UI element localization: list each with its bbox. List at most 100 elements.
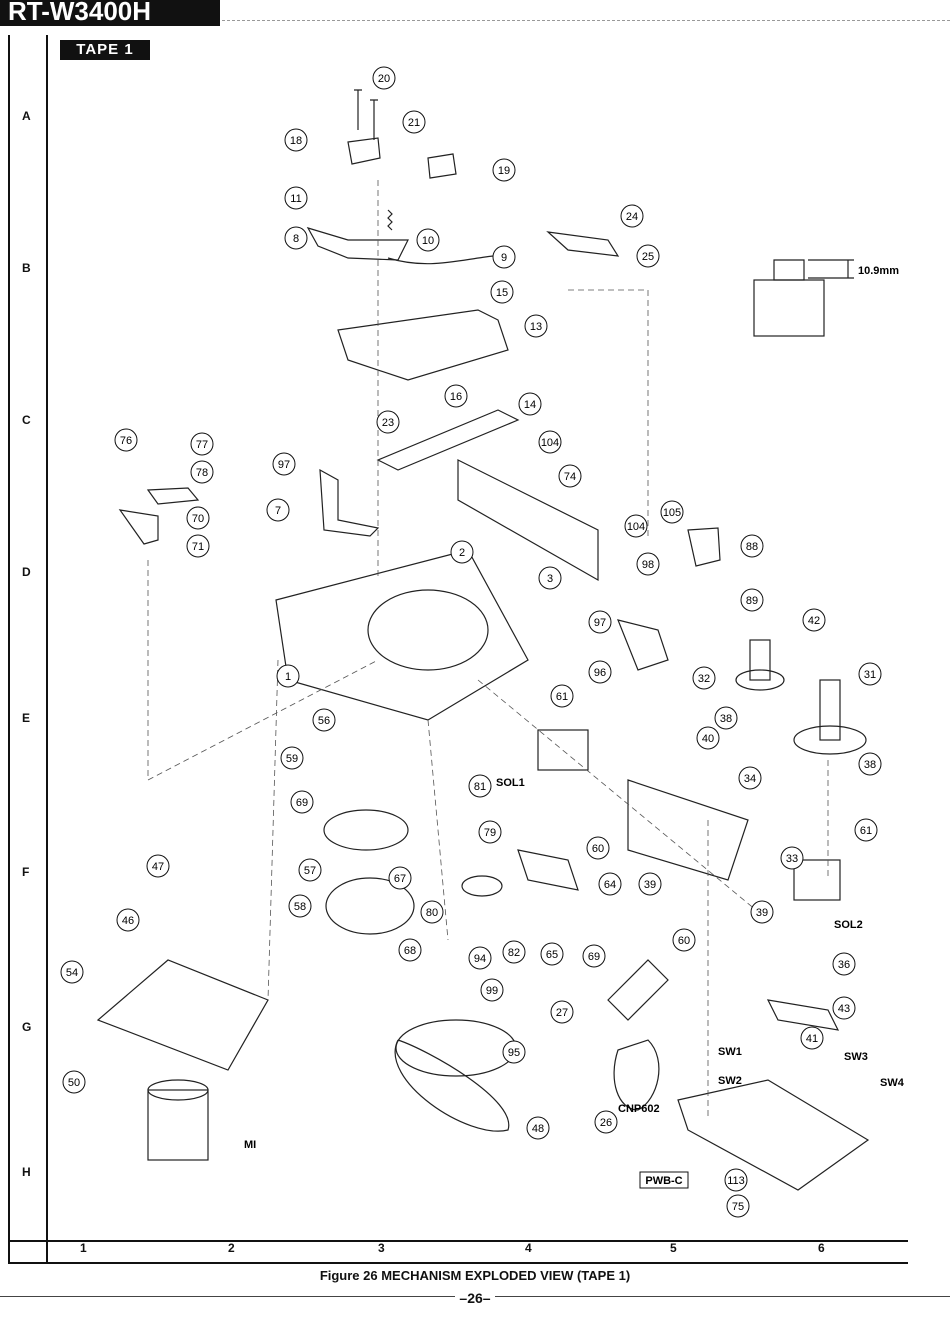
svg-text:96: 96: [594, 667, 606, 679]
callout-7: 7: [266, 498, 290, 522]
svg-text:39: 39: [644, 879, 656, 891]
guide-line-3: [568, 289, 649, 540]
svg-text:23: 23: [382, 417, 394, 429]
callout-31: 31: [858, 662, 882, 686]
svg-text:70: 70: [192, 513, 204, 525]
svg-text:1: 1: [285, 671, 291, 683]
callout-42: 42: [802, 608, 826, 632]
svg-text:81: 81: [474, 781, 486, 793]
callout-57: 57: [298, 858, 322, 882]
solenoid-sol2: [793, 859, 841, 901]
callout-60b: 60: [672, 928, 696, 952]
callout-39b: 39: [750, 900, 774, 924]
svg-text:2: 2: [459, 547, 465, 559]
flywheel-95: [395, 1019, 517, 1077]
callout-41: 41: [800, 1026, 824, 1050]
row-label-a: A: [22, 109, 31, 123]
page-number-text: –26–: [455, 1290, 495, 1306]
callout-14: 14: [518, 392, 542, 416]
label-pwb-c: PWB-C: [639, 1171, 689, 1189]
svg-text:67: 67: [394, 873, 406, 885]
callout-65: 65: [540, 942, 564, 966]
callout-25: 25: [636, 244, 660, 268]
callout-9: 9: [492, 245, 516, 269]
svg-text:64: 64: [604, 879, 616, 891]
callout-70: 70: [186, 506, 210, 530]
callout-16: 16: [444, 384, 468, 408]
callout-11: 11: [284, 186, 308, 210]
chassis-1: [275, 549, 529, 721]
callout-40: 40: [696, 726, 720, 750]
svg-text:99: 99: [486, 985, 498, 997]
callout-56: 56: [312, 708, 336, 732]
parts-drawing: [96, 89, 870, 1191]
dimension-note: 10.9mm: [858, 265, 899, 277]
svg-text:60: 60: [592, 843, 604, 855]
svg-text:40: 40: [702, 733, 714, 745]
section-badge: TAPE 1: [60, 40, 150, 60]
guide-line-6: [267, 659, 279, 1001]
svg-text:PWB-C: PWB-C: [645, 1175, 682, 1187]
column-label-2: 2: [228, 1241, 235, 1255]
svg-text:69: 69: [296, 797, 308, 809]
svg-text:16: 16: [450, 391, 462, 403]
callout-48: 48: [526, 1116, 550, 1140]
callout-50: 50: [62, 1070, 86, 1094]
callout-34: 34: [738, 766, 762, 790]
svg-text:31: 31: [864, 669, 876, 681]
label-sol2: SOL2: [834, 919, 863, 931]
callout-1: 1: [276, 664, 300, 688]
svg-text:26: 26: [600, 1117, 612, 1129]
svg-text:71: 71: [192, 541, 204, 553]
callout-104a: 104: [538, 430, 562, 454]
svg-text:3: 3: [547, 573, 553, 585]
callout-98: 98: [636, 552, 660, 576]
callout-27: 27: [550, 1000, 574, 1024]
callout-94: 94: [468, 946, 492, 970]
exploded-view-diagram: 20 21 18 19 11 10 8 9 24 25 15 13 16 23 …: [60, 66, 905, 1218]
lever-64: [517, 849, 579, 891]
row-label-b: B: [22, 261, 31, 275]
svg-text:65: 65: [546, 949, 558, 961]
callout-67: 67: [388, 866, 412, 890]
svg-text:88: 88: [746, 541, 758, 553]
svg-text:68: 68: [404, 945, 416, 957]
svg-text:21: 21: [408, 117, 420, 129]
guide-line-4: [477, 679, 769, 921]
svg-text:82: 82: [508, 947, 520, 959]
svg-text:38: 38: [864, 759, 876, 771]
svg-text:33: 33: [786, 853, 798, 865]
label-cnp602: CNP602: [618, 1103, 660, 1115]
column-label-1: 1: [80, 1241, 87, 1255]
svg-text:74: 74: [564, 471, 576, 483]
svg-text:13: 13: [530, 321, 542, 333]
callout-19: 19: [492, 158, 516, 182]
svg-text:46: 46: [122, 915, 134, 927]
callout-2: 2: [450, 540, 474, 564]
label-sw1: SW1: [718, 1046, 742, 1058]
callout-99: 99: [480, 978, 504, 1002]
row-label-f: F: [22, 865, 30, 879]
svg-text:58: 58: [294, 901, 306, 913]
callout-3: 3: [538, 566, 562, 590]
callout-13: 13: [524, 314, 548, 338]
pcb-pwb-c: [677, 1079, 870, 1191]
callout-43: 43: [832, 996, 856, 1020]
reel-57: [323, 809, 409, 851]
dimension-line: [808, 259, 854, 279]
callout-58: 58: [288, 894, 312, 918]
svg-text:9: 9: [501, 252, 507, 264]
column-label-6: 6: [818, 1241, 825, 1255]
gear-32: [735, 669, 785, 691]
belt-26: [613, 1039, 660, 1111]
svg-text:36: 36: [838, 959, 850, 971]
callout-78: 78: [190, 460, 214, 484]
gear-31: [793, 725, 867, 755]
callout-24: 24: [620, 204, 644, 228]
header-rule: [222, 20, 950, 21]
svg-text:98: 98: [642, 559, 654, 571]
svg-text:25: 25: [642, 251, 654, 263]
callout-46: 46: [116, 908, 140, 932]
svg-text:15: 15: [496, 287, 508, 299]
svg-text:105: 105: [663, 507, 681, 519]
